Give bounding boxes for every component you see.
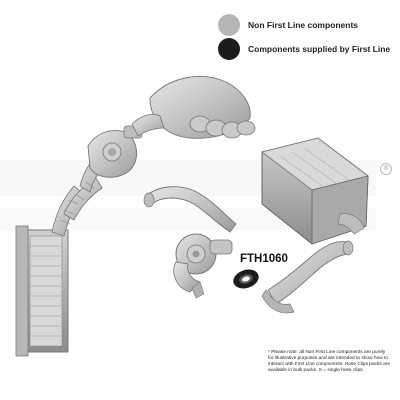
- disclaimer-note: * Please note: all Non First Line compon…: [268, 350, 391, 373]
- outlet-hose: [261, 240, 354, 314]
- air-filter-box: [261, 137, 369, 245]
- intake-manifold: [131, 75, 256, 139]
- intercooler: [15, 225, 69, 357]
- legend-swatch-grey: [218, 14, 240, 36]
- legend-label: Components supplied by First Line: [248, 44, 391, 54]
- legend-label: Non First Line components: [248, 20, 359, 30]
- registered-mark: ®: [380, 163, 392, 175]
- part-code-label: FTH1060: [240, 253, 288, 265]
- fth1060-hose-coupling: [233, 269, 259, 289]
- legend-swatch-black: [218, 38, 240, 60]
- middle-pipe: [143, 186, 237, 233]
- turbocharger: [173, 233, 233, 299]
- legend-item-non-first-line: Non First Line components: [218, 14, 358, 36]
- legend-item-first-line: Components supplied by First Line: [218, 38, 390, 60]
